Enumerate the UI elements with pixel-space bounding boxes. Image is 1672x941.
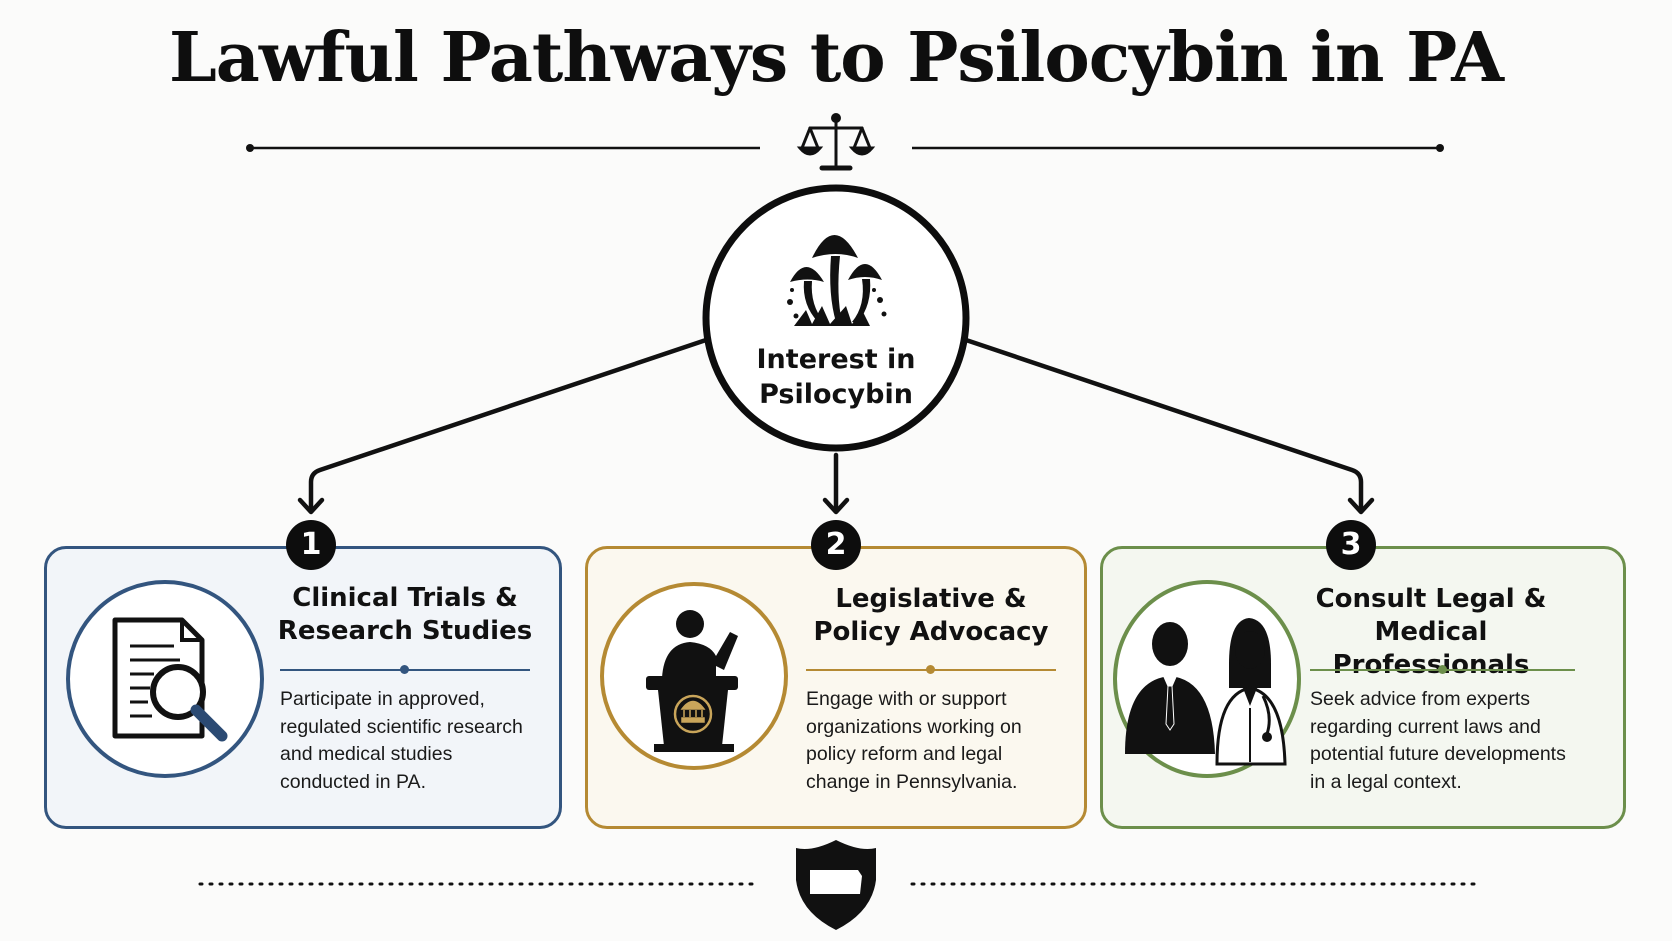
hub-label-line1: Interest in [756, 344, 916, 375]
description-line: conducted in PA. [280, 770, 426, 793]
pathway-description: Participate in approved, regulated scien… [280, 686, 555, 796]
step-badge-2: 2 [811, 520, 861, 570]
pathway-icon-ring [600, 582, 788, 770]
pathway-icon-ring [66, 580, 264, 778]
title-divider [246, 144, 1444, 152]
pennsylvania-shield-icon [796, 840, 876, 930]
pathway-title: Clinical Trials & Research Studies [270, 582, 540, 648]
pathway-title-line1: Clinical Trials & [292, 583, 518, 613]
mushroom-icon [787, 235, 887, 326]
pathway-divider-dot [926, 665, 935, 674]
description-line: regulated scientific research [280, 715, 523, 738]
pathway-title-line2: Research Studies [277, 616, 533, 646]
description-line: and medical studies [280, 743, 453, 765]
pathway-title-line1: Consult Legal & [1315, 584, 1547, 614]
pathway-title: Consult Legal & Medical Professionals [1281, 583, 1581, 682]
pathway-icon-ring [1113, 580, 1301, 778]
pathway-description: Seek advice from experts regarding curre… [1310, 686, 1610, 796]
scales-of-justice-icon [796, 113, 876, 171]
description-line: in a legal context. [1310, 770, 1462, 793]
pathway-divider-dot [1438, 665, 1447, 674]
description-line: Seek advice from experts [1310, 688, 1531, 710]
description-line: potential future developments [1310, 743, 1566, 765]
pathway-description: Engage with or support organizations wor… [806, 686, 1076, 796]
hub-label: Interest in Psilocybin [714, 342, 958, 412]
pathway-title-line2: Medical Professionals [1332, 617, 1530, 680]
hub-label-line2: Psilocybin [759, 379, 913, 410]
step-badge-3: 3 [1326, 520, 1376, 570]
description-line: policy reform and legal [806, 743, 1003, 765]
connectors [297, 337, 1375, 515]
lawyer-doctor-icon [1125, 618, 1287, 766]
pathway-title-line1: Legislative & [835, 584, 1027, 614]
document-magnifier-icon [112, 617, 228, 742]
description-line: Engage with or support [806, 688, 1007, 710]
page-title: Lawful Pathways to Psilocybin in PA [168, 18, 1504, 98]
description-line: regarding current laws and [1310, 715, 1541, 738]
step-badge-1: 1 [286, 520, 336, 570]
pathway-divider-dot [400, 665, 409, 674]
description-line: Participate in approved, [280, 688, 485, 710]
pathway-title-line2: Policy Advocacy [813, 617, 1049, 647]
description-line: change in Pennsylvania. [806, 770, 1018, 793]
description-line: organizations working on [806, 715, 1022, 738]
speaker-podium-icon [646, 610, 738, 752]
pathway-title: Legislative & Policy Advocacy [796, 583, 1066, 649]
